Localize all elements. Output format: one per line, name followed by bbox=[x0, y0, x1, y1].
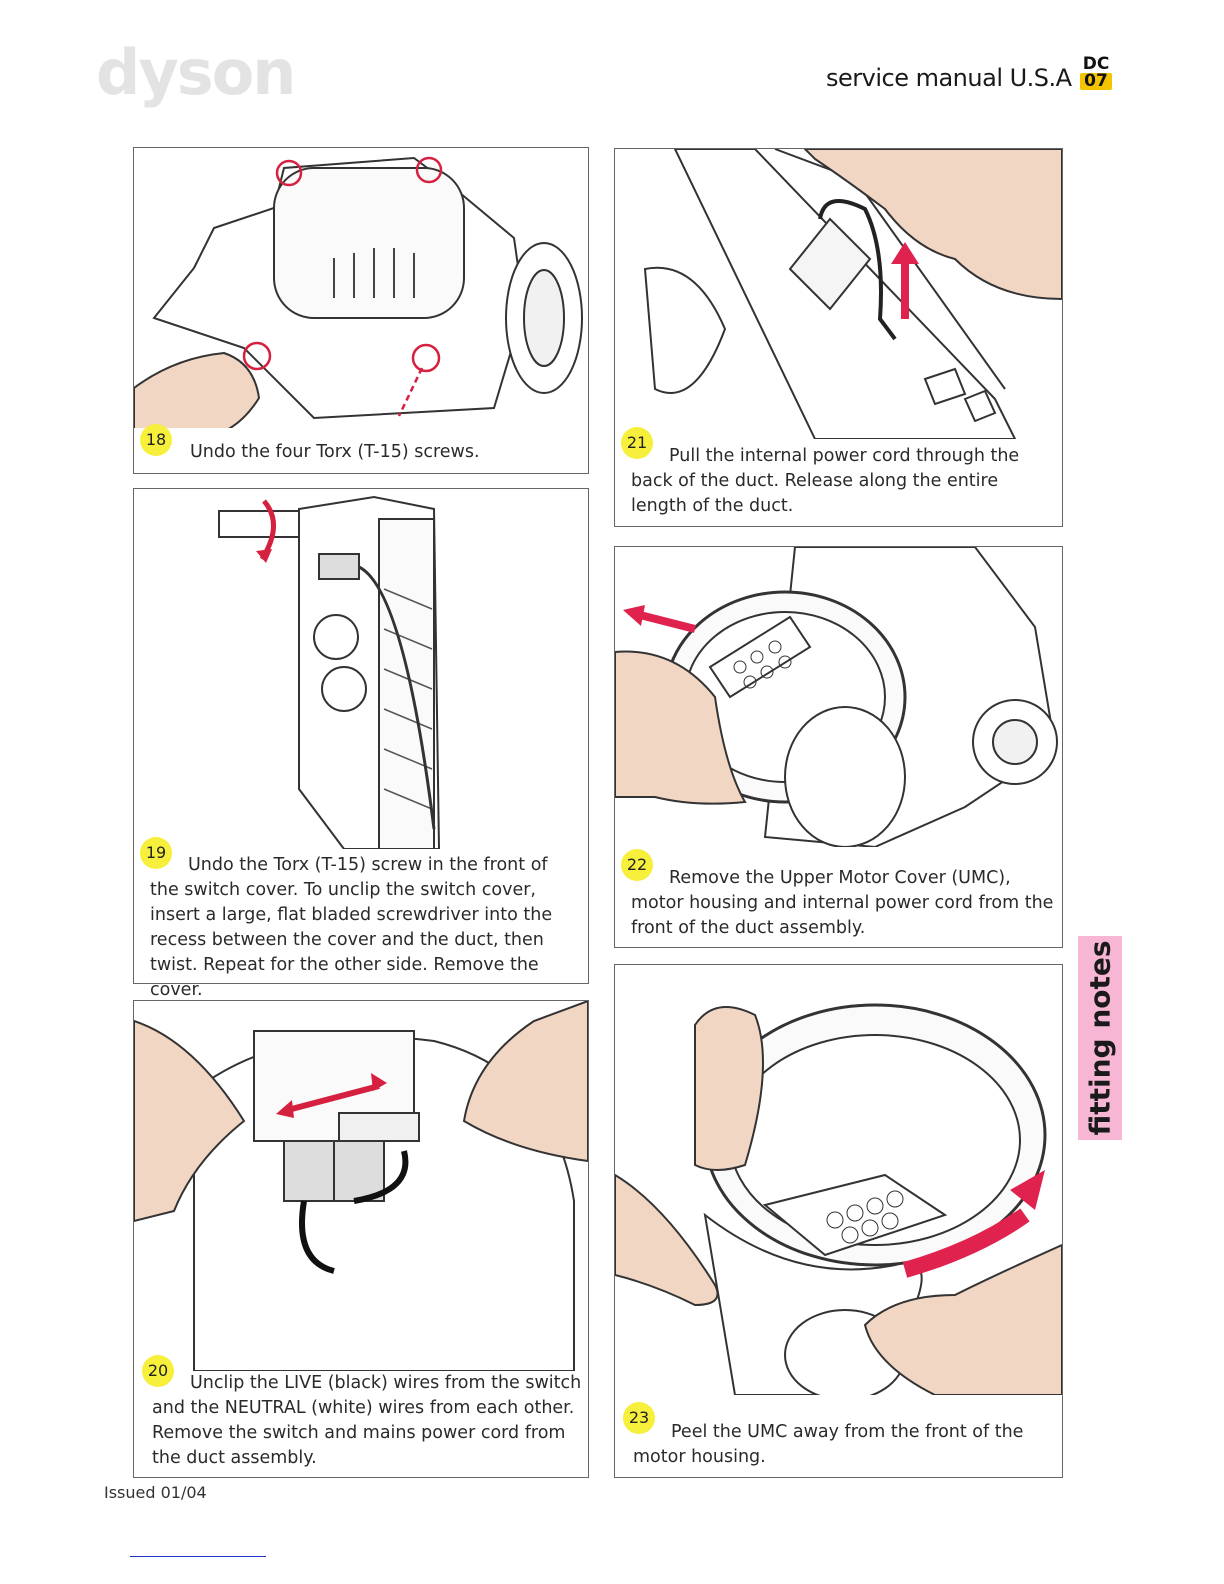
model-badge: DC 07 bbox=[1080, 56, 1112, 90]
step-18-text: Undo the four Torx (T-15) screws. bbox=[190, 442, 480, 462]
step-19-text: Undo the Torx (T-15) screw in the front … bbox=[150, 855, 553, 1000]
step-18-panel: 18 Undo the four Torx (T-15) screws. bbox=[133, 147, 589, 474]
step-22-text: Remove the Upper Motor Cover (UMC), moto… bbox=[631, 868, 1054, 938]
step-20-number: 20 bbox=[142, 1355, 174, 1387]
step-23-text: Peel the UMC away from the front of the … bbox=[633, 1422, 1024, 1467]
footer-line bbox=[130, 1556, 266, 1557]
step-21-text: Pull the internal power cord through the… bbox=[631, 446, 1020, 516]
step-19-number: 19 bbox=[140, 837, 172, 869]
dyson-logo: dyson bbox=[96, 36, 296, 109]
step-22-number: 22 bbox=[621, 849, 653, 881]
step-21-panel: 21 Pull the internal power cord through … bbox=[614, 148, 1063, 527]
model-badge-top: DC bbox=[1082, 54, 1110, 74]
step-19-illustration bbox=[218, 495, 441, 849]
step-18-number: 18 bbox=[140, 424, 172, 456]
model-badge-bottom: 07 bbox=[1080, 73, 1112, 90]
issue-date: Issued 01/04 bbox=[104, 1483, 207, 1502]
manual-title: service manual U.S.A bbox=[826, 64, 1072, 92]
step-22-panel: 22 Remove the Upper Motor Cover (UMC), m… bbox=[614, 546, 1063, 948]
fitting-notes-label: fitting notes bbox=[1083, 940, 1117, 1136]
step-21-number: 21 bbox=[621, 427, 653, 459]
fitting-notes-tab: fitting notes bbox=[1078, 936, 1122, 1140]
step-23-illustration bbox=[615, 1003, 1062, 1395]
step-20-text: Unclip the LIVE (black) wires from the s… bbox=[152, 1373, 582, 1468]
step-18-illustration bbox=[134, 156, 583, 428]
step-19-panel: 19 Undo the Torx (T-15) screw in the fro… bbox=[133, 488, 589, 1000]
step-20-panel: 20 Unclip the LIVE (black) wires from th… bbox=[133, 1000, 589, 1478]
step-23-panel: 23 Peel the UMC away from the front of t… bbox=[614, 964, 1063, 1478]
step-23-number: 23 bbox=[623, 1402, 655, 1434]
step-20-illustration bbox=[134, 1001, 588, 1371]
step-21-illustration bbox=[643, 149, 1062, 439]
step-22-illustration bbox=[615, 547, 1058, 847]
